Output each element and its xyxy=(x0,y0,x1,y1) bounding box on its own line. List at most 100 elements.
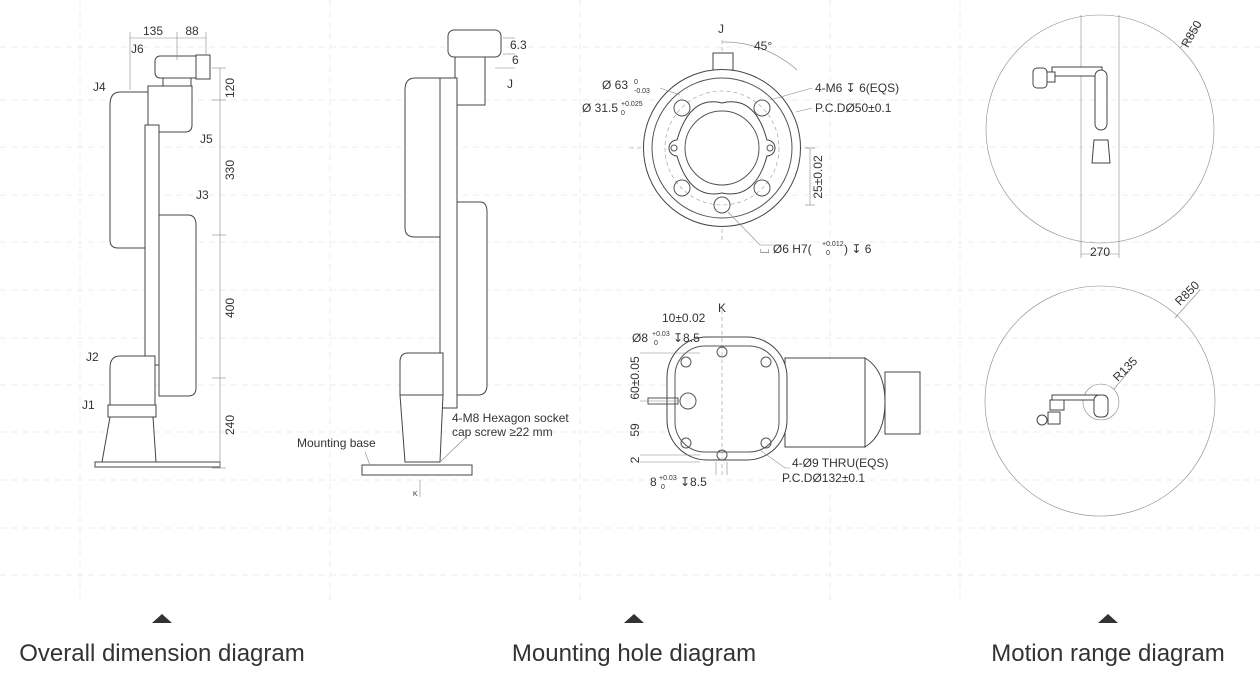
base-bottom-drawing: K 10±0.02 Ø8 +0.03 0 ↧8.5 60±0.05 59 2 8… xyxy=(628,301,921,491)
base xyxy=(101,416,157,463)
tab-motion-range[interactable]: Motion range diagram xyxy=(991,640,1225,667)
bolt-hole xyxy=(680,437,692,449)
dim-330: 330 xyxy=(223,160,237,180)
overall-dimension-drawing: 135 88 120 330 400 240 J6 J4 J5 J3 J2 J1 xyxy=(82,24,237,469)
tab-mounting-hole[interactable]: Mounting hole diagram xyxy=(511,640,757,667)
side-forearm xyxy=(456,201,488,396)
dim-400: 400 xyxy=(223,298,237,318)
label-j5: J5 xyxy=(200,132,213,146)
dim-10: 10±0.02 xyxy=(662,311,706,325)
elbow-block xyxy=(144,124,160,366)
width8-note: 8 xyxy=(650,475,657,489)
dim-88: 88 xyxy=(185,24,199,38)
m6-holes-note: 4-M6 ↧ 6(EQS) xyxy=(815,81,899,95)
dim-270: 270 xyxy=(1090,245,1110,259)
ref-j: J xyxy=(507,77,513,91)
caret-up-icon xyxy=(624,614,644,623)
dim-6-3: 6.3 xyxy=(510,38,527,52)
flange-ref-j: J xyxy=(718,22,724,36)
side-view-drawing: 6.3 6 J 4-M8 Hexagon socket cap screw ≥2… xyxy=(297,29,569,498)
base-ref-k: K xyxy=(718,301,726,315)
reach-r850-side: R850 xyxy=(1172,278,1202,308)
caret-up-icon xyxy=(152,614,172,623)
pin-note: ⌴ Ø6 H7( xyxy=(760,242,812,256)
bore-ring xyxy=(668,101,776,195)
width8-lower-tol: 0 xyxy=(661,484,665,491)
dia31-upper-tol: +0.025 xyxy=(621,101,643,108)
mounting-base-label: Mounting base xyxy=(297,436,376,450)
wrist-neck xyxy=(162,77,192,87)
base-cylinder xyxy=(784,357,866,448)
upper-arm xyxy=(109,91,149,249)
connector xyxy=(712,52,734,71)
tab-overall-dimension[interactable]: Overall dimension diagram xyxy=(19,640,305,667)
pin-upper-tol: +0.012 xyxy=(822,241,844,248)
reach-r135: R135 xyxy=(1110,354,1140,384)
dia31-note: Ø 31.5 xyxy=(582,101,618,115)
width8-upper-tol: +0.03 xyxy=(659,475,677,482)
base-footprint xyxy=(666,336,788,461)
dim-120: 120 xyxy=(223,78,237,98)
caret-up-icon xyxy=(1098,614,1118,623)
side-ref-k: K xyxy=(413,491,418,498)
motion-range-top: R850 270 xyxy=(985,14,1215,259)
dim-6: 6 xyxy=(512,53,519,67)
m9-holes-note: 4-Ø9 THRU(EQS) xyxy=(792,456,888,470)
dim-60: 60±0.05 xyxy=(628,356,642,400)
j6-joint xyxy=(154,55,201,79)
inner-circle xyxy=(1082,383,1120,421)
dim-59: 59 xyxy=(628,423,642,437)
dia8-depth: ↧8.5 xyxy=(673,331,700,345)
dia63-note: Ø 63 xyxy=(602,78,628,92)
dia63-lower-tol: -0.03 xyxy=(634,88,650,95)
reach-circle xyxy=(985,14,1215,244)
label-j2: J2 xyxy=(86,350,99,364)
reach-circle xyxy=(984,285,1216,517)
label-j4: J4 xyxy=(93,80,106,94)
pin-hole xyxy=(713,196,731,214)
center-bore xyxy=(684,110,760,186)
side-wrist xyxy=(447,29,502,58)
side-j2 xyxy=(399,352,444,396)
base-plate xyxy=(94,461,221,468)
dia8-lower-tol: 0 xyxy=(654,340,658,347)
bolt-hole xyxy=(680,356,692,368)
pin-depth: ) ↧ 6 xyxy=(844,242,872,256)
bolt-hole xyxy=(753,99,771,117)
screw-note-1: 4-M8 Hexagon socket xyxy=(452,411,569,425)
label-j6: J6 xyxy=(131,42,144,56)
bolt-hole xyxy=(760,356,772,368)
label-j3: J3 xyxy=(196,188,209,202)
dia63-upper-tol: 0 xyxy=(634,79,638,86)
side-j5 xyxy=(454,56,486,106)
background-grid xyxy=(0,0,1260,600)
pcd50-note: P.C.DØ50±0.1 xyxy=(815,101,892,115)
bolt-hole xyxy=(673,99,691,117)
label-j1: J1 xyxy=(82,398,95,412)
j1-band xyxy=(107,404,157,418)
tool-flange xyxy=(195,54,211,80)
pcd132-note: P.C.DØ132±0.1 xyxy=(782,471,865,485)
dim-135: 135 xyxy=(143,24,163,38)
forearm xyxy=(158,214,197,397)
dia8-upper-tol: +0.03 xyxy=(652,331,670,338)
base-cap xyxy=(884,371,921,435)
flange-drawing: J 45° 4-M6 ↧ 6(EQS) P.C.DØ50±0.1 Ø 63 0 … xyxy=(582,22,899,257)
bolt-hole xyxy=(753,179,771,197)
reach-r850-top: R850 xyxy=(1178,18,1205,50)
screw-note-2: cap screw ≥22 mm xyxy=(452,425,553,439)
pin-lower-tol: 0 xyxy=(826,250,830,257)
dim-25: 25±0.02 xyxy=(811,155,825,199)
side-base xyxy=(399,394,444,463)
bolt-hole xyxy=(673,179,691,197)
pcd-circle xyxy=(664,90,780,206)
j5-joint xyxy=(147,85,193,133)
dia31-lower-tol: 0 xyxy=(621,110,625,117)
bolt-hole xyxy=(760,437,772,449)
width8-depth: ↧8.5 xyxy=(680,475,707,489)
dia8-note: Ø8 xyxy=(632,331,648,345)
dim-240: 240 xyxy=(223,415,237,435)
side-upper-arm xyxy=(404,77,441,238)
dim-2: 2 xyxy=(628,456,642,463)
